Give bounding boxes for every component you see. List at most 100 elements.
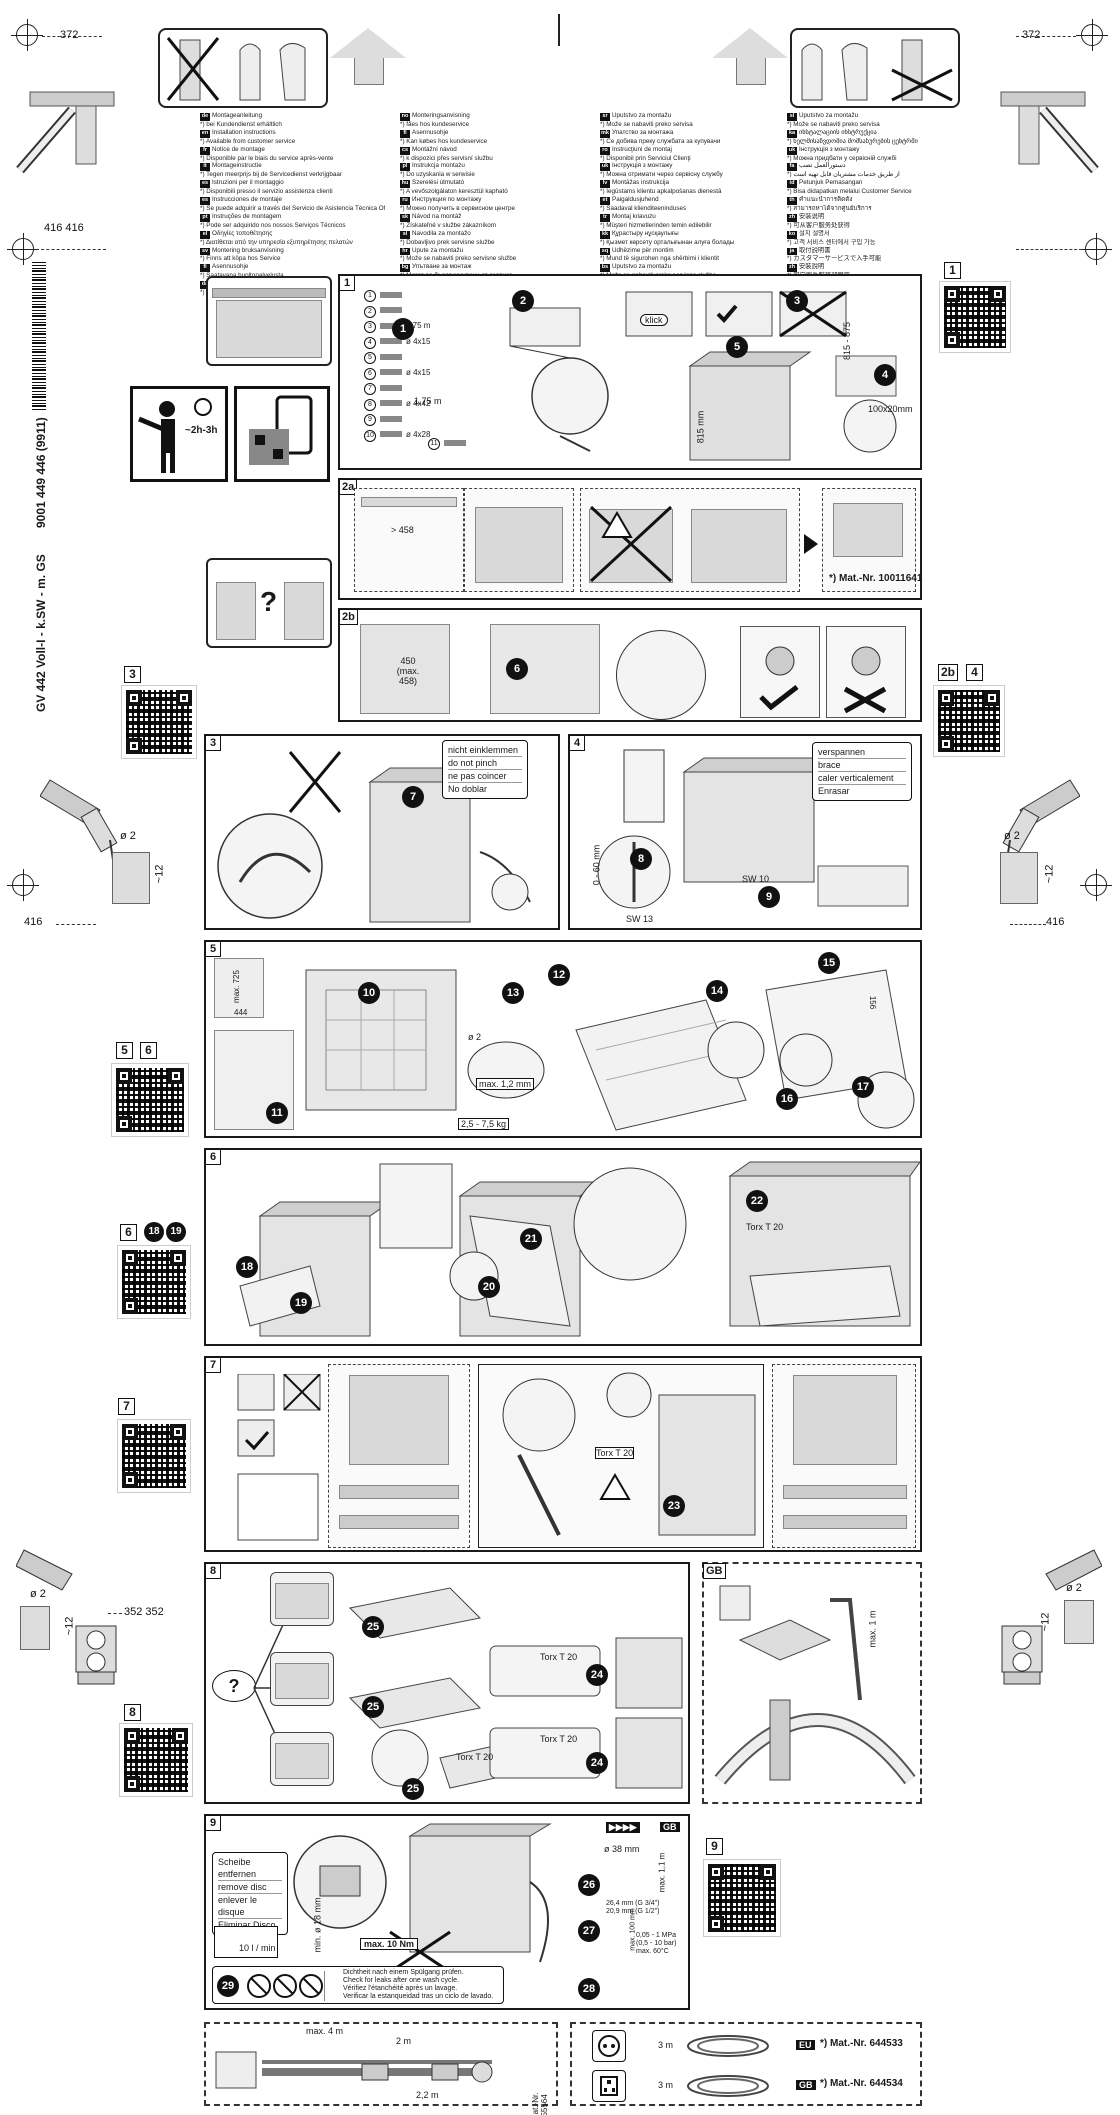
leak-check-text: Dichtheit nach einem Spülgang prüfen.Che… (343, 1969, 503, 2001)
language-code: ja (787, 247, 797, 256)
language-text: Instrucciones de montaje (212, 196, 283, 204)
width-label: 444 (234, 1008, 248, 1017)
language-text: *) Može se nabaviti preko servisne služb… (400, 255, 517, 263)
part-icon (380, 291, 402, 298)
step-21-marker: 21 (520, 1228, 542, 1250)
language-code: et (600, 197, 610, 205)
language-text: Asennusohje (212, 263, 249, 271)
gb-socket-icon (592, 2070, 626, 2102)
language-text: *) カスタマーサービスで入手可能 (787, 255, 882, 263)
qr-code-step-6[interactable] (117, 1245, 191, 1319)
pressure-label: 0,05 - 1 MPa (0,5 - 10 bar) max. 60°C (636, 1932, 677, 1955)
qr-code-step-5-6[interactable] (111, 1063, 189, 1137)
qr-code-step-2b-4[interactable] (933, 685, 1005, 757)
language-row: *) Available from customer service (200, 138, 385, 146)
language-text: *) Можно получить в сервисном центре (400, 204, 516, 212)
niche-sketch-2 (464, 488, 574, 592)
language-code: no (400, 113, 410, 121)
panel-step-5: 5 max. 725 444 10 11 12 13 14 15 16 17 m… (204, 940, 922, 1138)
smartphone-qr-icon (234, 386, 330, 482)
language-text: *) Dobavljivo prek servisne službe (400, 238, 495, 246)
qr-code-step-9[interactable] (703, 1859, 781, 1937)
language-code: ru (400, 197, 410, 205)
language-text: Інструкція з монтажу (612, 162, 673, 170)
language-code: fa (787, 163, 797, 172)
language-text: Navodila za montažo (412, 229, 471, 237)
language-row: *) Saatavana huoltopalvelusta (200, 272, 385, 280)
step-22-marker: 22 (746, 1190, 768, 1212)
cable-length-label: 1,75 m (414, 396, 442, 406)
height-range-label: 0 - 60 mm (591, 844, 602, 886)
language-row: *) Disponibili presso il servizio assist… (200, 188, 385, 196)
drill-diameter-label: ø 2 (468, 1032, 482, 1042)
part-number: 9 (364, 414, 376, 426)
step-1-marker: 1 (392, 318, 414, 340)
hinge-profile-box-left (158, 28, 328, 108)
language-row: *) Müşteri hizmetlerinden temin edilebil… (600, 222, 785, 230)
dimension-line (1016, 36, 1076, 37)
crosshair-icon (7, 869, 39, 901)
arrow-up-icon (712, 28, 788, 85)
language-text: Istruzioni per il montaggio (212, 179, 284, 187)
drill-icon-left (40, 779, 118, 881)
step-20-marker: 20 (478, 1276, 500, 1298)
decor-panel-illustration (305, 969, 915, 1131)
part-number: 6 (364, 367, 376, 380)
panel-step-6: 6 18 19 20 21 22 Torx T 20 (204, 1148, 922, 1346)
part-number: 5 (364, 352, 376, 364)
dimension-line (56, 924, 96, 925)
step-25-marker-c: 25 (402, 1778, 424, 1800)
torx-label: Torx T 20 (540, 1652, 578, 1662)
qr-code-step-7[interactable] (117, 1419, 191, 1493)
step-13-marker: 13 (502, 982, 524, 1004)
center-mark (558, 14, 560, 46)
language-row: *) Mund të sigurohen nga shërbimi i klie… (600, 255, 785, 263)
step-15-marker: 15 (818, 952, 840, 974)
dimension-line (108, 1613, 122, 1614)
step-2-marker: 2 (512, 290, 534, 312)
qr-code-step-3[interactable] (121, 685, 197, 759)
qr-code-step-8[interactable] (119, 1723, 193, 1797)
step-9-marker: 9 (758, 886, 780, 908)
language-text: Montāžas instrukcija (612, 179, 670, 187)
step-14-marker: 14 (706, 980, 728, 1002)
drill-depth-right: ~12 (1043, 864, 1056, 884)
cabinet-option-1 (270, 1572, 334, 1626)
hinge-profile-box-right (790, 28, 960, 108)
language-row: *) از طریق خدمات مشتریان قابل تهیه است (787, 171, 972, 179)
language-row: *) Može se nabaviti preko servisne služb… (400, 255, 585, 263)
drill-diameter-right: ø 2 (1004, 830, 1020, 842)
language-row: *) Можна отримати через сервісну службу (600, 171, 785, 179)
accessory-sketch: *) Mat.-Nr. 10011641 (822, 488, 922, 592)
crosshair-icon (1080, 233, 1112, 265)
language-text: Инструкция по монтажу (412, 196, 482, 204)
language-text: *) Можна придбати у сервісній службі (787, 154, 897, 162)
language-row: *) Можно получить в сервисном центре (400, 205, 585, 213)
niche-sketch: > 458 (354, 488, 464, 592)
qr-step-18: 18 (144, 1222, 164, 1242)
step-12-marker: 12 (548, 964, 570, 986)
cable-3m-eu: 3 m (658, 2040, 674, 2050)
thread-sizes: 26,4 mm (G 3/4") 20,9 mm (G 1/2") (606, 1900, 686, 1916)
language-row: *) Pode ser adquirido nos nossos Serviço… (200, 222, 385, 230)
language-text: دستورالعمل نصب (799, 162, 846, 170)
language-text: *) Қызмет көрсету орталығынан алуға бола… (600, 238, 735, 246)
language-text: Asennusohje (412, 128, 449, 136)
qr-step-19: 19 (166, 1222, 186, 1242)
qr-code-step-1[interactable] (939, 281, 1011, 353)
language-row: *) Bisa didapatkan melalui Customer Serv… (787, 188, 972, 196)
hose-extension-panel: max. 4 m 2 m 2,2 m Mat.-Nr. 355564 (204, 2022, 558, 2115)
qr-label-7: 7 (118, 1398, 135, 1415)
max-100-label: max. 100 mm (629, 1908, 637, 1951)
flow-rate-label: 10 l / min (239, 1943, 276, 1953)
